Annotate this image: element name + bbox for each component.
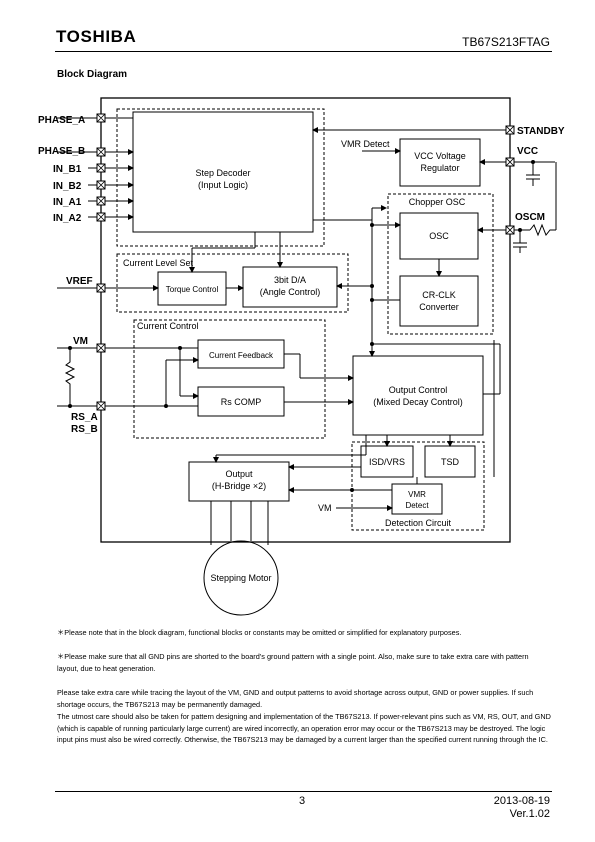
step-decoder-block (132, 111, 314, 233)
current-control-group (133, 319, 326, 439)
crclk-block (399, 275, 479, 327)
current-level-set-label: Current Level Set (123, 258, 194, 268)
logic-group (116, 108, 325, 247)
output-hbridge-block (188, 461, 290, 502)
dac-label-1: 3bit D/A (274, 275, 306, 285)
vmr-label-2: Detect (405, 501, 429, 510)
header-rule (55, 51, 552, 52)
note-2: ＊Please make sure that all GND pins are … (57, 652, 529, 673)
pin-in-a1: IN_A1 (53, 197, 82, 208)
pin-phase-a: PHASE_A (38, 115, 85, 126)
vmr-label-1: VMR (408, 490, 426, 499)
torque-control-label: Torque Control (166, 285, 219, 294)
detection-circuit-label: Detection Circuit (385, 518, 452, 528)
step-decoder-sublabel: (Input Logic) (198, 180, 248, 190)
page-number: 3 (299, 795, 306, 807)
footer-date: 2013-08-19 (493, 795, 550, 807)
vm-small-label: VM (318, 503, 332, 513)
section-title: Block Diagram (57, 69, 128, 80)
crclk-label-2: Converter (419, 302, 459, 312)
tsd-label: TSD (441, 457, 460, 467)
output-control-label-2: (Mixed Decay Control) (373, 397, 463, 407)
output-label-2: (H-Bridge ×2) (212, 481, 266, 491)
toshiba-logo: TOSHIBA (56, 27, 137, 46)
pin-vcc: VCC (517, 146, 538, 157)
pin-oscm: OSCM (515, 212, 545, 223)
footer-rule (55, 791, 552, 792)
output-control-label-1: Output Control (389, 385, 448, 395)
step-decoder-label: Step Decoder (195, 168, 250, 178)
osc-label: OSC (429, 231, 449, 241)
pin-vm: VM (73, 336, 88, 347)
pin-in-b1: IN_B1 (53, 164, 82, 175)
detection-circuit-group (351, 441, 485, 531)
pin-phase-b: PHASE_B (38, 146, 85, 157)
current-control-label: Current Control (137, 321, 199, 331)
pin-rs-b: RS_B (71, 424, 98, 435)
output-control-block (352, 355, 484, 436)
note-4: The utmost care should also be taken for… (57, 712, 551, 744)
chopper-osc-label: Chopper OSC (409, 197, 466, 207)
footer-version: Ver.1.02 (509, 808, 550, 820)
pin-rs-a: RS_A (71, 412, 98, 423)
rs-comp-label: Rs COMP (221, 397, 262, 407)
vcc-regulator-label-2: Regulator (420, 163, 459, 173)
chopper-osc-group (387, 193, 494, 335)
pin-vref: VREF (66, 276, 93, 287)
pin-in-b2: IN_B2 (53, 181, 82, 192)
note-1: ＊Please note that in the block diagram, … (57, 628, 462, 637)
current-level-set-group (116, 253, 349, 313)
note-3: Please take extra care while tracing the… (57, 688, 534, 709)
dac-label-2: (Angle Control) (260, 287, 321, 297)
motor-label: Stepping Motor (210, 573, 271, 583)
ic-outline (100, 97, 511, 543)
vcc-regulator-label-1: VCC Voltage (414, 151, 466, 161)
isd-vrs-label: ISD/VRS (369, 457, 405, 467)
vmr-detect-label: VMR Detect (341, 139, 390, 149)
pin-standby: STANDBY (517, 126, 565, 137)
current-feedback-label: Current Feedback (209, 351, 274, 360)
part-number: TB67S213FTAG (462, 35, 550, 49)
stepping-motor (203, 540, 279, 616)
output-label-1: Output (225, 469, 253, 479)
crclk-label-1: CR-CLK (422, 290, 456, 300)
pin-in-a2: IN_A2 (53, 213, 82, 224)
